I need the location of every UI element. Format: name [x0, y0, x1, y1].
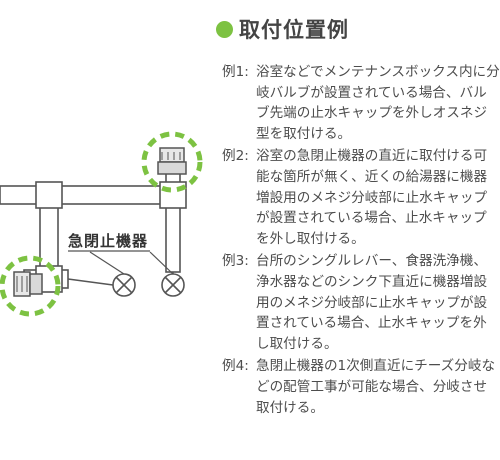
- example-text: 台所のシングルレバー、食器洗浄機、浄水器などのシンク下直近に機器増設用のメネジ分…: [256, 253, 488, 352]
- x-valve-left: [112, 273, 136, 297]
- example-text: 浴室などでメンテナンスボックス内に分岐バルブが設置されている場合、バルブ先端の止…: [256, 64, 500, 142]
- examples-list: 例1: 浴室などでメンテナンスボックス内に分岐バルブが設置されている場合、バルブ…: [222, 62, 500, 420]
- example-text: 急閉止機器の1次側直近にチーズ分岐などの配管工事が可能な場合、分岐させ取付ける。: [256, 358, 496, 416]
- bottom-branch-valve: [0, 255, 61, 317]
- callout-leader: [149, 251, 174, 275]
- example-label: 例1:: [222, 64, 249, 80]
- example-item: 例4: 急閉止機器の1次側直近にチーズ分岐などの配管工事が可能な場合、分岐させ取…: [222, 356, 500, 418]
- example-label: 例3:: [222, 253, 249, 270]
- top-branch-valve: [141, 131, 203, 193]
- highlight-ring: [141, 131, 203, 193]
- example-label: 例2:: [222, 148, 249, 165]
- example-item: 例2: 浴室の急閉止機器の直近に取付ける可能な箇所が無く、近くの給湯器に機器増設…: [222, 146, 500, 249]
- piping-diagram: [0, 131, 203, 317]
- page-title: 取付位置例: [216, 14, 349, 44]
- heading-text: 取付位置例: [239, 18, 349, 42]
- x-valve-right: [161, 273, 185, 297]
- example-label: 例4:: [222, 358, 249, 375]
- callout-label: 急閉止機器: [68, 232, 149, 250]
- highlight-ring: [0, 255, 61, 317]
- example-text: 浴室の急閉止機器の直近に取付ける可能な箇所が無く、近くの給湯器に機器増設用のメネ…: [256, 148, 488, 247]
- bullet-dot-icon: [216, 20, 233, 38]
- callout-leader: [89, 251, 125, 275]
- example-item: 例1: 浴室などでメンテナンスボックス内に分岐バルブが設置されている場合、バルブ…: [222, 62, 500, 144]
- example-item: 例3: 台所のシングルレバー、食器洗浄機、浄水器などのシンク下直近に機器増設用の…: [222, 251, 500, 354]
